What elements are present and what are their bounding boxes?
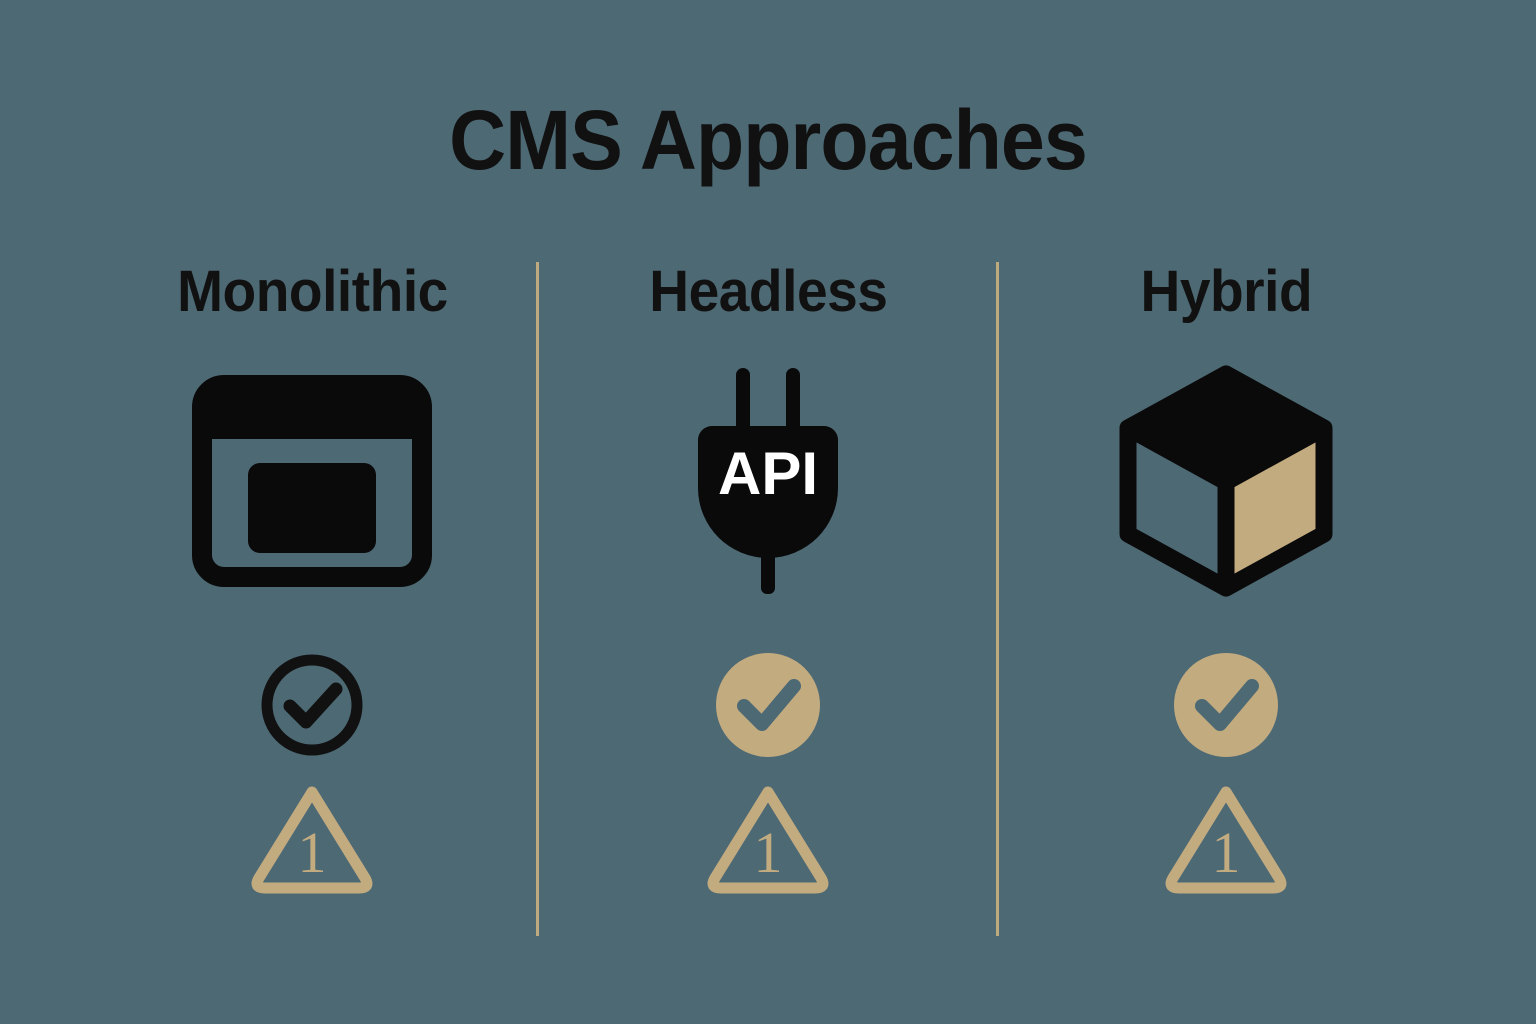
api-label: API	[718, 440, 818, 507]
column-divider-1	[536, 262, 539, 936]
warning-count-label: 1	[1212, 820, 1241, 885]
browser-window-icon	[192, 374, 432, 587]
warning-triangle-icon: 1	[1165, 786, 1287, 894]
warning-slot-hybrid: 1	[1161, 777, 1291, 897]
warning-slot-headless: 1	[703, 777, 833, 897]
check-circle-outline-icon	[261, 654, 363, 756]
status-slot-headless	[712, 649, 824, 761]
warning-triangle-icon: 1	[251, 786, 373, 894]
icon-slot-monolithic	[192, 361, 432, 601]
column-title-monolithic: Monolithic	[176, 259, 448, 324]
icon-slot-headless: API	[680, 361, 856, 601]
page-title: CMS Approaches	[449, 93, 1088, 187]
warning-count-label: 1	[298, 820, 327, 885]
column-hybrid: Hybrid 1	[1016, 259, 1436, 897]
warning-slot-monolithic: 1	[247, 777, 377, 897]
icon-slot-hybrid	[1108, 361, 1344, 601]
warning-count-label: 1	[754, 820, 783, 885]
column-headless: Headless API 1	[558, 259, 978, 897]
check-circle-filled-icon	[716, 652, 820, 757]
status-slot-monolithic	[256, 649, 368, 761]
check-circle-filled-icon	[1174, 652, 1278, 757]
status-slot-hybrid	[1170, 649, 1282, 761]
column-divider-2	[996, 262, 999, 936]
column-monolithic: Monolithic 1	[102, 259, 522, 897]
api-plug-icon: API	[698, 367, 838, 594]
column-title-headless: Headless	[648, 259, 888, 324]
isometric-cube-icon	[1119, 365, 1333, 597]
column-title-hybrid: Hybrid	[1140, 259, 1312, 324]
warning-triangle-icon: 1	[707, 786, 829, 894]
